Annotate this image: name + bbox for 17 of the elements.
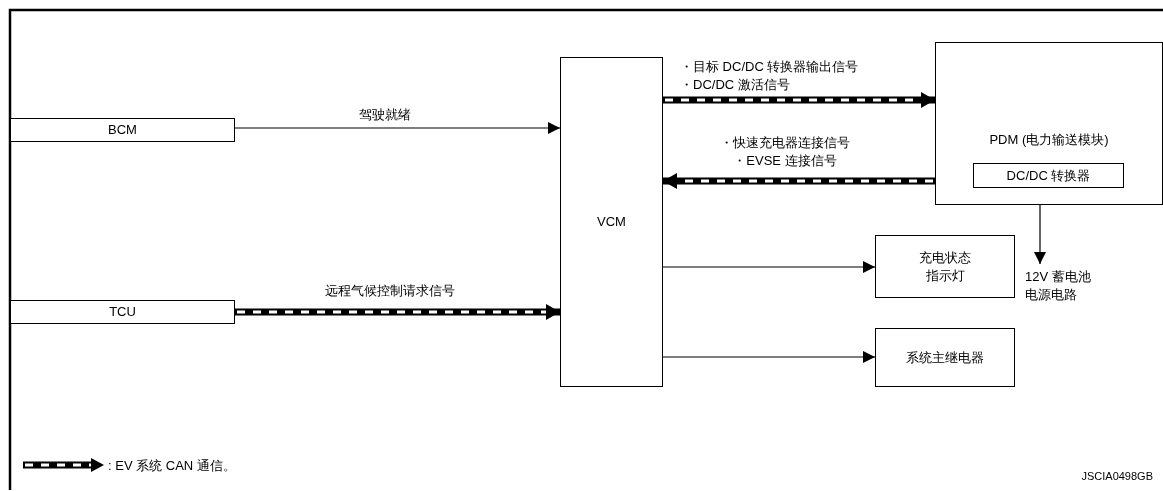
drawing-code: JSCIA0498GB (1081, 470, 1153, 482)
module-box (10, 118, 235, 142)
module-name: PDM (电力输送模块) (989, 130, 1109, 149)
module-box (935, 42, 1163, 205)
module-name: 12V 蓄电池电源电路 (1025, 268, 1092, 304)
module-box (10, 300, 235, 324)
module-name: VCM (596, 213, 627, 231)
module-name: 充电状态指示灯 (918, 248, 972, 285)
module-name: DC/DC 转换器 (1005, 166, 1092, 185)
component-box (973, 163, 1124, 188)
module-name: BCM (107, 121, 138, 139)
module-box (875, 235, 1015, 298)
legend-text: : EV 系统 CAN 通信。 (108, 457, 236, 475)
module-name: 系统主继电器 (905, 348, 985, 367)
module-box (875, 328, 1015, 387)
module-name: TCU (108, 303, 137, 321)
module-box (560, 57, 663, 387)
